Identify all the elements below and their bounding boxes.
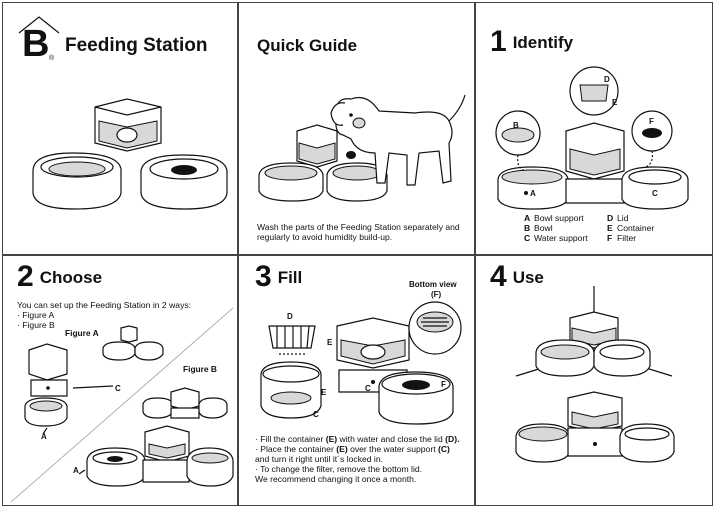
use-illustration	[515, 286, 675, 463]
brand-letter: B	[22, 23, 50, 65]
quick-guide-title: Quick Guide	[257, 36, 358, 55]
fill-label-c1: C	[365, 384, 371, 393]
panel-identify: 1 Identify B D E F A C	[475, 2, 713, 255]
bottom-view-label: Bottom view	[409, 280, 457, 289]
choose-label-c1: C	[115, 384, 121, 393]
use-title: Use	[512, 268, 544, 287]
choose-title: Choose	[39, 268, 103, 287]
identify-title: Identify	[512, 33, 574, 52]
choose-label-a2: A	[73, 466, 79, 475]
identify-label-e: E	[612, 98, 618, 107]
step-number-3: 3	[255, 260, 272, 293]
fill-label-d: D	[287, 312, 293, 321]
identify-heading: 1 Identify	[490, 25, 573, 59]
setup-options-illustration	[10, 307, 234, 503]
panel-fill: 3 Fill Bottom view (F)	[238, 255, 475, 506]
fill-title: Fill	[277, 268, 303, 287]
figure-a-label: Figure A	[65, 328, 99, 338]
fill-step-2-cont: and turn it right until it´s locked in.	[255, 454, 384, 464]
step-number-4: 4	[490, 260, 507, 293]
fill-label-f: F	[441, 380, 446, 389]
fill-instructions-illustration	[260, 301, 462, 425]
brand-logo-drawing	[18, 16, 60, 34]
fill-step-3-cont: We recommend changing it once a month.	[255, 474, 417, 484]
fill-heading: 3 Fill	[255, 260, 302, 294]
dog-drinking-illustration	[258, 94, 466, 202]
identify-label-c: C	[652, 189, 658, 198]
step-number-2: 2	[17, 260, 34, 293]
panel-quick-guide: Quick Guide Wash the parts of the Feedin…	[238, 2, 475, 255]
feeding-station-illustration	[32, 98, 228, 210]
registered-mark: ®	[49, 55, 55, 62]
parts-exploded-illustration	[495, 66, 689, 210]
panel-use: 4 Use	[475, 255, 713, 506]
quick-guide-text-line1: Wash the parts of the Feeding Station se…	[257, 222, 460, 232]
fill-step-3: · To change the filter, remove the botto…	[255, 464, 423, 474]
bottom-view-key: (F)	[431, 290, 442, 299]
identify-label-a: A	[530, 189, 536, 198]
panel-choose: 2 Choose You can set up the Feeding Stati…	[2, 255, 238, 506]
fill-label-e2: E	[321, 388, 327, 397]
quick-guide-text-line2: regularly to avoid humidity build-up.	[257, 232, 393, 242]
fill-step-1: · Fill the container (E) with water and …	[255, 434, 460, 444]
identify-label-b: B	[513, 121, 519, 130]
panel-brand: B ® Feeding Station	[2, 2, 238, 255]
step-number-1: 1	[490, 25, 507, 58]
choose-label-a1: A	[41, 432, 47, 441]
choose-option-1: · Figure A	[17, 310, 55, 320]
fill-step-2: · Place the container (E) over the water…	[255, 444, 450, 454]
choose-option-2: · Figure B	[17, 320, 55, 330]
choose-heading: 2 Choose	[17, 260, 102, 294]
figure-b-label: Figure B	[183, 364, 217, 374]
fill-label-e1: E	[327, 338, 333, 347]
fill-label-c2: C	[313, 410, 319, 419]
identify-label-f: F	[649, 117, 654, 126]
choose-intro: You can set up the Feeding Station in 2 …	[17, 300, 192, 310]
identify-label-d: D	[604, 75, 610, 84]
use-heading: 4 Use	[490, 260, 544, 294]
brand-title: Feeding Station	[65, 35, 208, 56]
